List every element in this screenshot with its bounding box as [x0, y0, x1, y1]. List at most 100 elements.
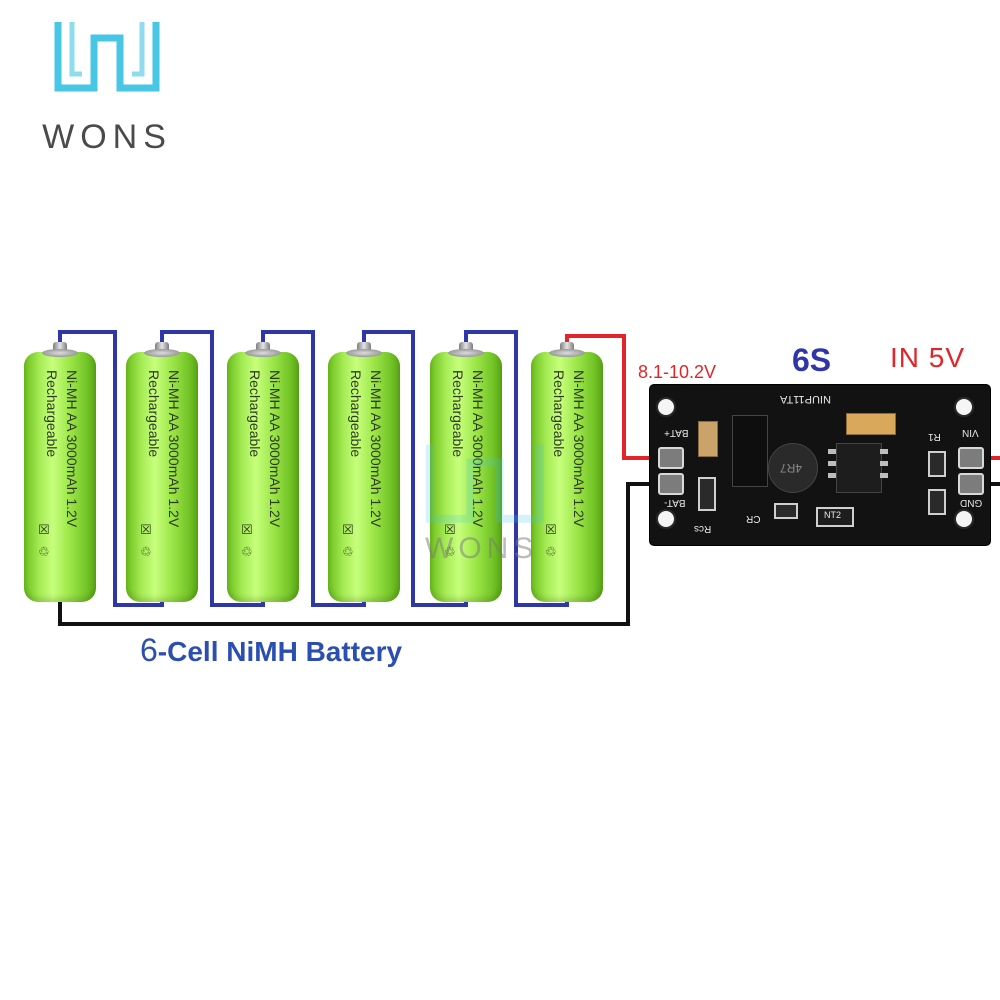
battery-body	[24, 352, 96, 602]
battery-terminal-icon	[560, 342, 574, 352]
inductor	[768, 443, 818, 493]
battery-type-text: Rechargeable	[450, 370, 466, 458]
series-wire-3	[261, 330, 366, 607]
caption-text: -Cell NiMH Battery	[157, 636, 403, 667]
battery-spec-text: Ni-MH AA 3000mAh 1.2V	[571, 370, 587, 528]
watermark-logo-icon	[425, 444, 545, 523]
battery-type-text: Rechargeable	[247, 370, 263, 458]
series-wire-1	[58, 330, 164, 607]
recycle-symbols: ☒ ♲	[545, 523, 557, 560]
r1-label: R1	[928, 431, 941, 442]
battery-body	[126, 352, 198, 602]
charger-board: NIUP11TA BAT+ BAT- VIN GND R1 Rcs CR 4R7…	[650, 385, 990, 545]
battery-ring	[245, 349, 281, 357]
battery-ring	[448, 349, 484, 357]
battery-ring	[42, 349, 78, 357]
board-model-label: NIUP11TA	[780, 393, 831, 405]
series-wire-5	[464, 330, 569, 607]
bat-plus-pad	[658, 447, 684, 469]
battery-body	[531, 352, 603, 602]
series-count-label: 6S	[792, 342, 832, 378]
capacitor-top	[846, 413, 896, 435]
battery-body	[430, 352, 502, 602]
resistor-r010	[928, 489, 946, 515]
battery-spec-text: Ni-MH AA 3000mAh 1.2V	[368, 370, 384, 528]
ic-pin	[828, 473, 836, 478]
ic-pin	[880, 461, 888, 466]
recycle-symbols: ☒ ♲	[444, 523, 456, 560]
small-ic	[816, 507, 854, 527]
gnd-label: GND	[960, 497, 983, 508]
gnd-pad	[958, 473, 984, 495]
rcs-label: Rcs	[694, 523, 712, 534]
vin-label: VIN	[962, 427, 979, 438]
battery-voltage-label: 8.1-10.2V	[638, 362, 717, 382]
battery-terminal-icon	[459, 342, 473, 352]
mosfet-chip	[732, 415, 768, 487]
wons-logo-icon	[54, 22, 160, 92]
bat-minus-label: BAT-	[664, 497, 686, 508]
resistor-rcs	[698, 477, 716, 511]
caption-cell-count: 6	[140, 632, 158, 668]
battery-type-text: Rechargeable	[348, 370, 364, 458]
mount-hole-bottom-right	[954, 509, 974, 529]
recycle-symbols: ☒ ♲	[342, 523, 354, 560]
battery-type-text: Rechargeable	[146, 370, 162, 458]
battery-spec-text: Ni-MH AA 3000mAh 1.2V	[166, 370, 182, 528]
resistor-r1	[928, 451, 946, 477]
battery-terminal-icon	[53, 342, 67, 352]
recycle-symbols: ☒ ♲	[38, 523, 50, 560]
battery-type-text: Rechargeable	[551, 370, 567, 458]
cr-label: CR	[746, 513, 761, 524]
mount-hole-top-right	[954, 397, 974, 417]
vin-pad	[958, 447, 984, 469]
brand-logo-text: WONS	[42, 118, 172, 156]
watermark-text: WONS	[425, 532, 539, 565]
ic-pin	[880, 449, 888, 454]
small-ic-label: NT2	[824, 510, 842, 520]
recycle-symbols: ☒ ♲	[241, 523, 253, 560]
battery-body	[328, 352, 400, 602]
battery-ring	[144, 349, 180, 357]
series-wire-2	[160, 330, 265, 607]
ic-pin	[828, 461, 836, 466]
battery-terminal-icon	[256, 342, 270, 352]
led-cr	[774, 503, 798, 519]
bat-plus-label: BAT+	[664, 427, 689, 438]
negative-wire	[58, 482, 662, 626]
bat-minus-pad	[658, 473, 684, 495]
battery-ring	[346, 349, 382, 357]
capacitor-left	[698, 421, 718, 457]
battery-spec-text: Ni-MH AA 3000mAh 1.2V	[267, 370, 283, 528]
controller-ic	[836, 443, 882, 493]
input-voltage-label: IN 5V	[890, 342, 966, 373]
diagram-caption: 6-Cell NiMH Battery	[140, 632, 402, 669]
positive-wire	[565, 334, 662, 460]
series-wire-4	[362, 330, 468, 607]
inductor-label: 4R7	[780, 461, 803, 475]
battery-terminal-icon	[155, 342, 169, 352]
mount-hole-top-left	[656, 397, 676, 417]
recycle-symbols: ☒ ♲	[140, 523, 152, 560]
battery-ring	[549, 349, 585, 357]
ic-pin	[828, 449, 836, 454]
battery-spec-text: Ni-MH AA 3000mAh 1.2V	[470, 370, 486, 528]
ic-pin	[880, 473, 888, 478]
battery-terminal-icon	[357, 342, 371, 352]
mount-hole-bottom-left	[656, 509, 676, 529]
brand-logo: WONS	[22, 18, 192, 156]
